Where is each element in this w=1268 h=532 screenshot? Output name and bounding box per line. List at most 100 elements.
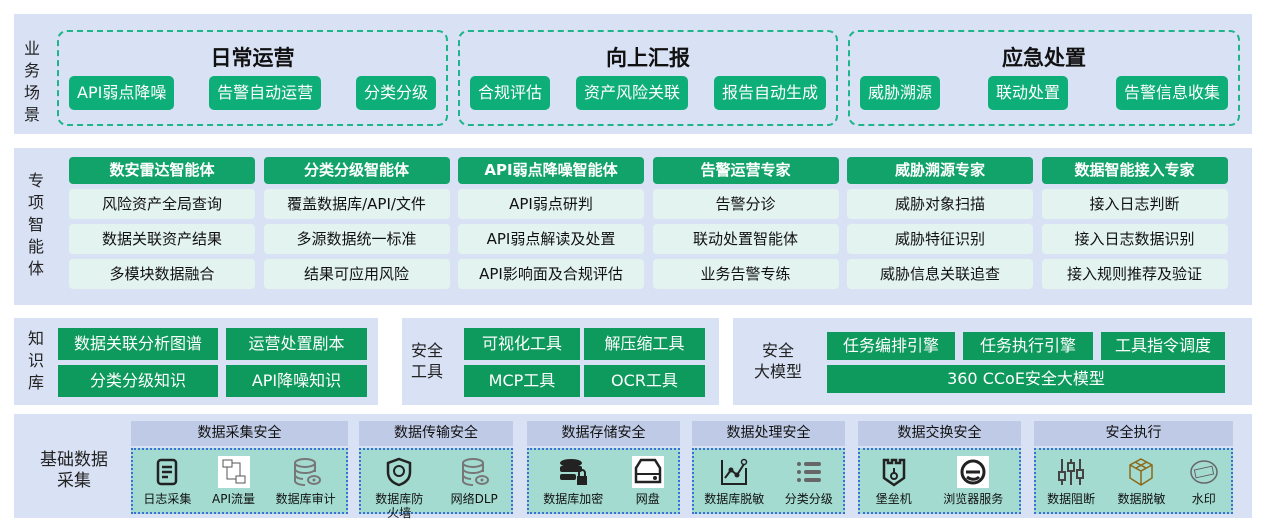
tool-item[interactable]: MCP工具: [464, 365, 580, 397]
agent-column: 告警运营专家 告警分诊联动处置智能体业务告警专练: [652, 157, 839, 289]
knowledge-item[interactable]: 数据关联分析图谱: [58, 328, 218, 360]
scenario-button[interactable]: 资产风险关联: [575, 76, 688, 110]
foundation-item-label: 数据阻断: [1047, 492, 1096, 506]
chart-icon: [721, 458, 748, 485]
agent-capability: 结果可应用风险: [263, 259, 450, 289]
agent-title[interactable]: 分类分级智能体: [263, 157, 450, 184]
scenario-button[interactable]: 告警信息收集: [1115, 76, 1228, 110]
model-item[interactable]: 任务执行引擎: [963, 332, 1093, 360]
scenario-title: 日常运营: [210, 46, 295, 70]
agent-column: 数安雷达智能体 风险资产全局查询数据关联资产结果多模块数据融合: [69, 157, 255, 289]
foundation-item-label: 网盘: [635, 492, 660, 506]
agent-capability: API弱点解读及处置: [458, 224, 644, 254]
log-icon: [157, 458, 178, 486]
scenario-button[interactable]: 分类分级: [355, 76, 436, 110]
foundation-item[interactable]: 数据脱敏: [1117, 456, 1166, 506]
agent-capability: 接入日志数据识别: [1041, 224, 1228, 254]
agent-title[interactable]: 数安雷达智能体: [69, 157, 255, 184]
disk-icon: [631, 456, 664, 488]
foundation-group-title: 安全执行: [1034, 421, 1233, 446]
agent-capability: API弱点研判: [458, 189, 644, 219]
scenario-button[interactable]: 告警自动运营: [209, 76, 322, 110]
agent-capability: 数据关联资产结果: [69, 224, 255, 254]
castle-icon: [882, 458, 905, 487]
foundation-item[interactable]: 浏览器服务: [943, 456, 1003, 506]
foundation-item[interactable]: 数据库脱敏: [704, 456, 764, 506]
agent-capability: 多模块数据融合: [69, 259, 255, 289]
agent-column: 威胁溯源专家 威胁对象扫描威胁特征识别威胁信息关联追查: [847, 157, 1033, 289]
foundation-group: 数据处理安全 数据库脱敏 分类分级: [692, 421, 845, 514]
scenario-button[interactable]: 合规评估: [470, 76, 551, 110]
foundation-group-title: 数据传输安全: [359, 421, 513, 446]
foundation-item[interactable]: 堡垒机: [876, 456, 912, 506]
foundation-item[interactable]: 水印: [1188, 456, 1220, 506]
scenario-button[interactable]: 威胁溯源: [860, 76, 941, 110]
agent-title[interactable]: 数据智能接入专家: [1041, 157, 1228, 184]
agent-title[interactable]: API弱点降噪智能体: [458, 157, 644, 184]
db-eye-icon: [293, 458, 321, 486]
knowledge-item[interactable]: 运营处置剧本: [226, 328, 367, 360]
agent-capability: API影响面及合规评估: [458, 259, 644, 289]
foundation-group: 数据存储安全 数据库加密网盘: [527, 421, 680, 514]
agent-capability: 威胁信息关联追查: [847, 259, 1033, 289]
foundation-item[interactable]: 数据库审计: [276, 456, 336, 506]
model-main[interactable]: 360 CCoE安全大模型: [827, 365, 1225, 393]
agent-column: 分类分级智能体 覆盖数据库/API/文件多源数据统一标准结果可应用风险: [263, 157, 450, 289]
flow-icon: [217, 456, 250, 488]
foundation-item-label: 浏览器服务: [943, 492, 1004, 506]
foundation-item[interactable]: 数据库防火墙: [374, 456, 424, 520]
stamp-icon: [1190, 460, 1218, 484]
foundation-item-label: 分类分级: [784, 492, 833, 506]
scenario-group: 向上汇报 合规评估资产风险关联报告自动生成: [458, 30, 838, 126]
agent-capability: 威胁对象扫描: [847, 189, 1033, 219]
foundation-item[interactable]: 网络DLP: [451, 456, 498, 506]
foundation-item-label: 网络DLP: [450, 492, 498, 506]
scenario-group: 日常运营 API弱点降噪告警自动运营分类分级: [57, 30, 448, 126]
agent-column: API弱点降噪智能体 API弱点研判 API弱点解读及处置 API影响面及合规评估: [458, 157, 644, 289]
agents-label: 专项智能体: [27, 171, 44, 278]
knowledge-item[interactable]: 分类分级知识: [58, 365, 218, 397]
model-label: 安全大模型: [753, 341, 802, 381]
db-lock-icon: [560, 459, 588, 485]
knowledge-item[interactable]: API降噪知识: [226, 365, 367, 397]
foundation-item-label: API流量: [212, 492, 255, 506]
agent-capability: 告警分诊: [652, 189, 839, 219]
agent-title[interactable]: 告警运营专家: [652, 157, 839, 184]
tool-item[interactable]: OCR工具: [584, 365, 705, 397]
agent-capability: 覆盖数据库/API/文件: [263, 189, 450, 219]
cube-icon: [1129, 458, 1154, 486]
foundation-item-label: 水印: [1191, 492, 1216, 506]
model-item[interactable]: 任务编排引擎: [827, 332, 955, 360]
foundation-item[interactable]: 数据阻断: [1047, 456, 1095, 506]
foundation-item-label: 数据库防火墙: [375, 492, 424, 520]
scenario-button[interactable]: 联动处置: [987, 76, 1068, 110]
tool-item[interactable]: 解压缩工具: [584, 328, 705, 360]
agent-capability: 接入规则推荐及验证: [1041, 259, 1228, 289]
foundation-group: 数据交换安全 堡垒机 浏览器服务: [858, 421, 1021, 514]
foundation-item-label: 数据脱敏: [1117, 492, 1166, 506]
foundation-label: 基础数据采集: [40, 450, 108, 491]
foundation-item-label: 堡垒机: [875, 492, 912, 506]
model-item[interactable]: 工具指令调度: [1101, 332, 1225, 360]
scenario-button[interactable]: 报告自动生成: [713, 76, 826, 110]
slider-icon: [1058, 459, 1085, 485]
foundation-group: 数据传输安全 数据库防火墙 网络DLP: [359, 421, 513, 520]
foundation-item-label: 日志采集: [143, 492, 192, 506]
db-eye-icon: [462, 458, 490, 486]
foundation-item[interactable]: 数据库加密: [543, 456, 603, 506]
tools-label: 安全工具: [410, 341, 443, 381]
foundation-group-title: 数据处理安全: [692, 421, 845, 446]
foundation-group-title: 数据交换安全: [858, 421, 1021, 446]
foundation-item[interactable]: 分类分级: [785, 456, 833, 506]
foundation-item[interactable]: API流量: [212, 456, 255, 506]
foundation-item[interactable]: 网盘: [631, 456, 664, 506]
foundation-item-label: 数据库脱敏: [704, 492, 765, 506]
scenario-band: [14, 14, 1252, 134]
knowledge-label: 知识库: [27, 329, 44, 392]
agent-title[interactable]: 威胁溯源专家: [847, 157, 1033, 184]
agent-column: 数据智能接入专家 接入日志判断接入日志数据识别接入规则推荐及验证: [1041, 157, 1228, 289]
tool-item[interactable]: 可视化工具: [464, 328, 580, 360]
scenario-button[interactable]: API弱点降噪: [69, 76, 175, 110]
foundation-item[interactable]: 日志采集: [143, 456, 191, 506]
scenario-title: 向上汇报: [606, 46, 690, 70]
